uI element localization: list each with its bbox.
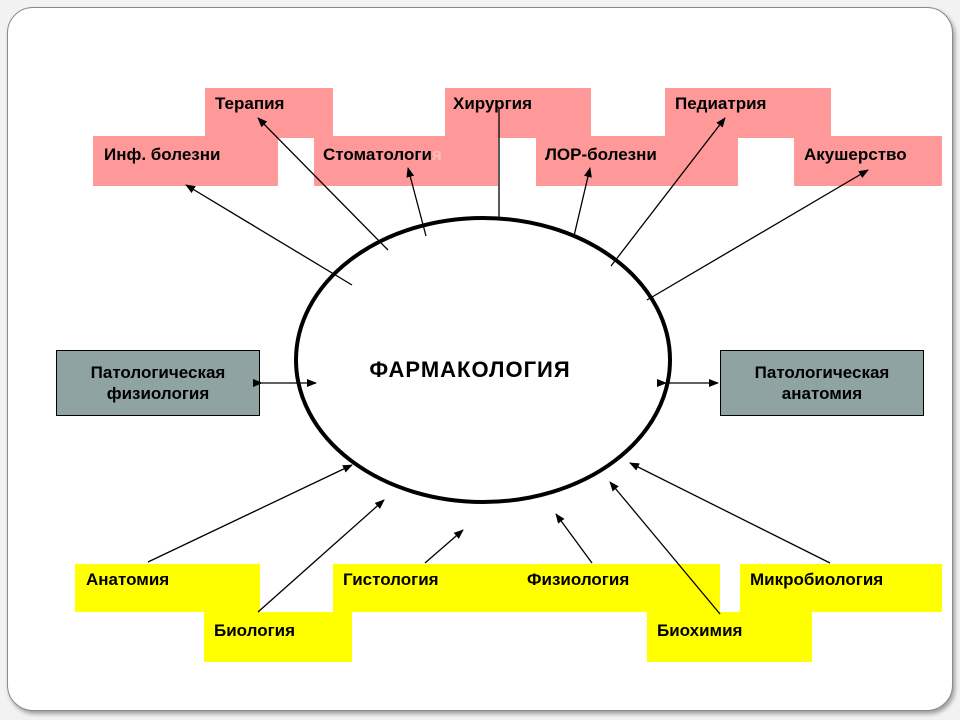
arrow-from-microbiology xyxy=(629,462,831,564)
box-physiology-bg xyxy=(518,564,720,612)
label-biology: Биология xyxy=(214,621,296,640)
center-ellipse xyxy=(294,216,672,504)
label-histology: Гистология xyxy=(343,570,439,589)
arrow-to-pediatrics xyxy=(610,117,726,267)
label-obstetrics: Акушерство xyxy=(804,145,907,164)
pathological-anatomy-label: Патологическая анатомия xyxy=(754,363,890,403)
label-physiology: Физиология xyxy=(527,570,630,589)
label-infectious: Инф. болезни xyxy=(104,145,221,164)
arrow-from-physiology xyxy=(555,513,593,564)
label-microbiology: Микробиология xyxy=(750,570,884,589)
box-biology-bg xyxy=(204,612,352,662)
box-histology-bg xyxy=(333,564,518,612)
label-dentistry-tail: я xyxy=(431,145,442,164)
label-surgery: Хирургия xyxy=(453,94,533,113)
arrow-from-anatomy xyxy=(147,464,353,563)
box-biochemistry-bg xyxy=(647,612,812,662)
box-microbiology-bg xyxy=(740,564,942,612)
box-surgery-bg xyxy=(445,88,591,138)
arrow-from-biology xyxy=(257,499,385,613)
box-pathological-anatomy: Патологическая анатомия xyxy=(720,350,924,416)
box-dentistry-bg xyxy=(314,136,498,186)
arrow-to-dentistry xyxy=(406,167,427,237)
label-dentistry-main: Стоматологи xyxy=(323,145,432,164)
arrow-to-ent xyxy=(573,167,592,237)
arrow-from-histology xyxy=(424,529,464,564)
arrow-to-obstetrics xyxy=(646,169,869,301)
arrow-to-therapy xyxy=(257,117,389,251)
center-title: ФАРМАКОЛОГИЯ xyxy=(369,357,571,382)
arrow-from-biochemistry xyxy=(609,481,721,615)
label-biochemistry: Биохимия xyxy=(657,621,743,640)
arrow-to-infectious xyxy=(185,184,353,286)
box-anatomy-bg xyxy=(75,564,260,612)
pathophysiology-label: Патологическая физиология xyxy=(90,363,226,403)
label-pediatrics: Педиатрия xyxy=(675,94,767,113)
label-anatomy: Анатомия xyxy=(86,570,170,589)
label-therapy: Терапия xyxy=(215,94,285,113)
label-ent: ЛОР-болезни xyxy=(545,145,657,164)
label-dentistry: Стоматология xyxy=(323,145,442,165)
box-pediatrics-bg xyxy=(665,88,831,138)
box-infectious-bg xyxy=(93,136,278,186)
